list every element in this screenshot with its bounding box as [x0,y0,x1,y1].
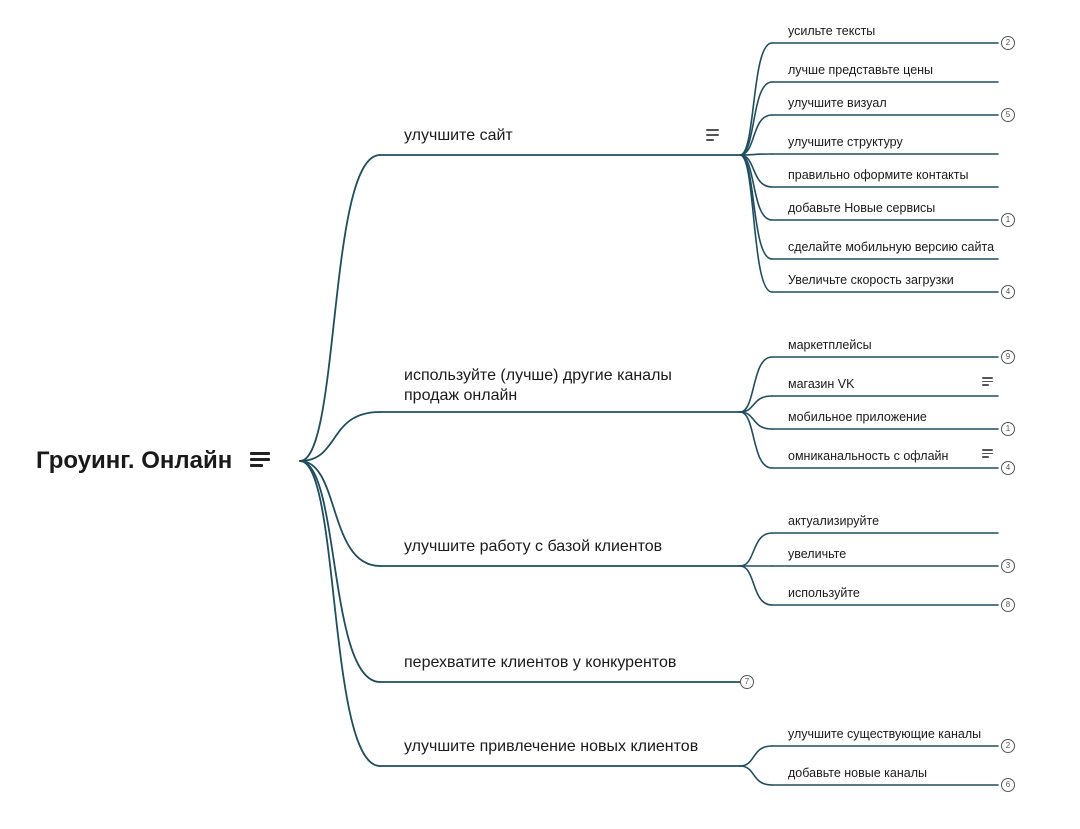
branch-node-label[interactable]: улучшите привлечение новых клиентов [404,738,699,755]
branch-connector [299,154,381,462]
leaf-connector [739,154,773,221]
leaf-node-label[interactable]: улучшите визуал [788,96,887,110]
leaf-node-label[interactable]: лучше представьте цены [788,63,934,77]
collapsed-count-badge[interactable]: 7 [740,675,754,689]
leaf-connector [739,356,773,413]
leaf-node-label[interactable]: увеличьте [788,547,847,561]
branch-connector [299,460,381,567]
note-icon[interactable] [250,452,270,468]
note-icon[interactable] [982,377,993,388]
collapsed-count-badge[interactable]: 2 [1001,36,1015,50]
collapsed-count-badge[interactable]: 4 [1001,461,1015,475]
root-node-title[interactable]: Гроуинг. Онлайн [36,447,233,474]
leaf-node-label[interactable]: актуализируйте [788,514,880,528]
branch-label-line: используйте (лучше) другие каналы [404,367,672,384]
leaf-node-label[interactable]: омниканальность с офлайн [788,449,949,463]
branch-connector [299,411,381,462]
leaf-node-label[interactable]: правильно оформите контакты [788,168,969,182]
collapsed-count-badge[interactable]: 9 [1001,350,1015,364]
leaf-connector [739,42,773,156]
branch-node-label[interactable]: улучшите сайт [404,127,513,144]
collapsed-count-badge[interactable]: 6 [1001,778,1015,792]
branch-node-label[interactable]: улучшите работу с базой клиентов [404,538,663,555]
leaf-node-label[interactable]: магазин VK [788,377,855,391]
collapsed-count-badge[interactable]: 3 [1001,559,1015,573]
leaf-node-label[interactable]: усильте тексты [788,24,876,38]
leaf-node-label[interactable]: улучшите структуру [788,135,903,149]
leaf-node-label[interactable]: Увеличьте скорость загрузки [788,273,954,287]
leaf-connector [739,411,773,469]
leaf-connector [739,114,773,156]
note-icon[interactable] [982,449,993,460]
leaf-connector [739,81,773,156]
leaf-node-label[interactable]: мобильное приложение [788,410,927,424]
leaf-connector [739,565,773,606]
leaf-connector [739,765,773,786]
collapsed-count-badge[interactable]: 5 [1001,108,1015,122]
collapsed-count-badge[interactable]: 1 [1001,422,1015,436]
leaf-node-label[interactable]: используйте [788,586,860,600]
collapsed-count-badge[interactable]: 1 [1001,213,1015,227]
leaf-node-label[interactable]: улучшите существующие каналы [788,727,982,741]
collapsed-count-badge[interactable]: 2 [1001,739,1015,753]
note-icon[interactable] [706,129,719,144]
leaf-node-label[interactable]: маркетплейсы [788,338,872,352]
collapsed-count-badge[interactable]: 8 [1001,598,1015,612]
leaf-node-label[interactable]: добавьте новые каналы [788,766,927,780]
leaf-connector [739,154,773,293]
branch-connector [299,460,381,683]
leaf-node-label[interactable]: добавьте Новые сервисы [788,201,936,215]
collapsed-count-badge[interactable]: 4 [1001,285,1015,299]
leaf-connector [739,745,773,767]
leaf-connector [739,532,773,567]
leaf-node-label[interactable]: сделайте мобильную версию сайта [788,240,995,254]
branch-connector [299,460,381,767]
branch-node-label[interactable]: используйте (лучше) другие каналы продаж … [404,366,672,406]
branch-node-label[interactable]: перехватите клиентов у конкурентов [404,654,677,671]
branch-label-line: продаж онлайн [404,387,518,404]
